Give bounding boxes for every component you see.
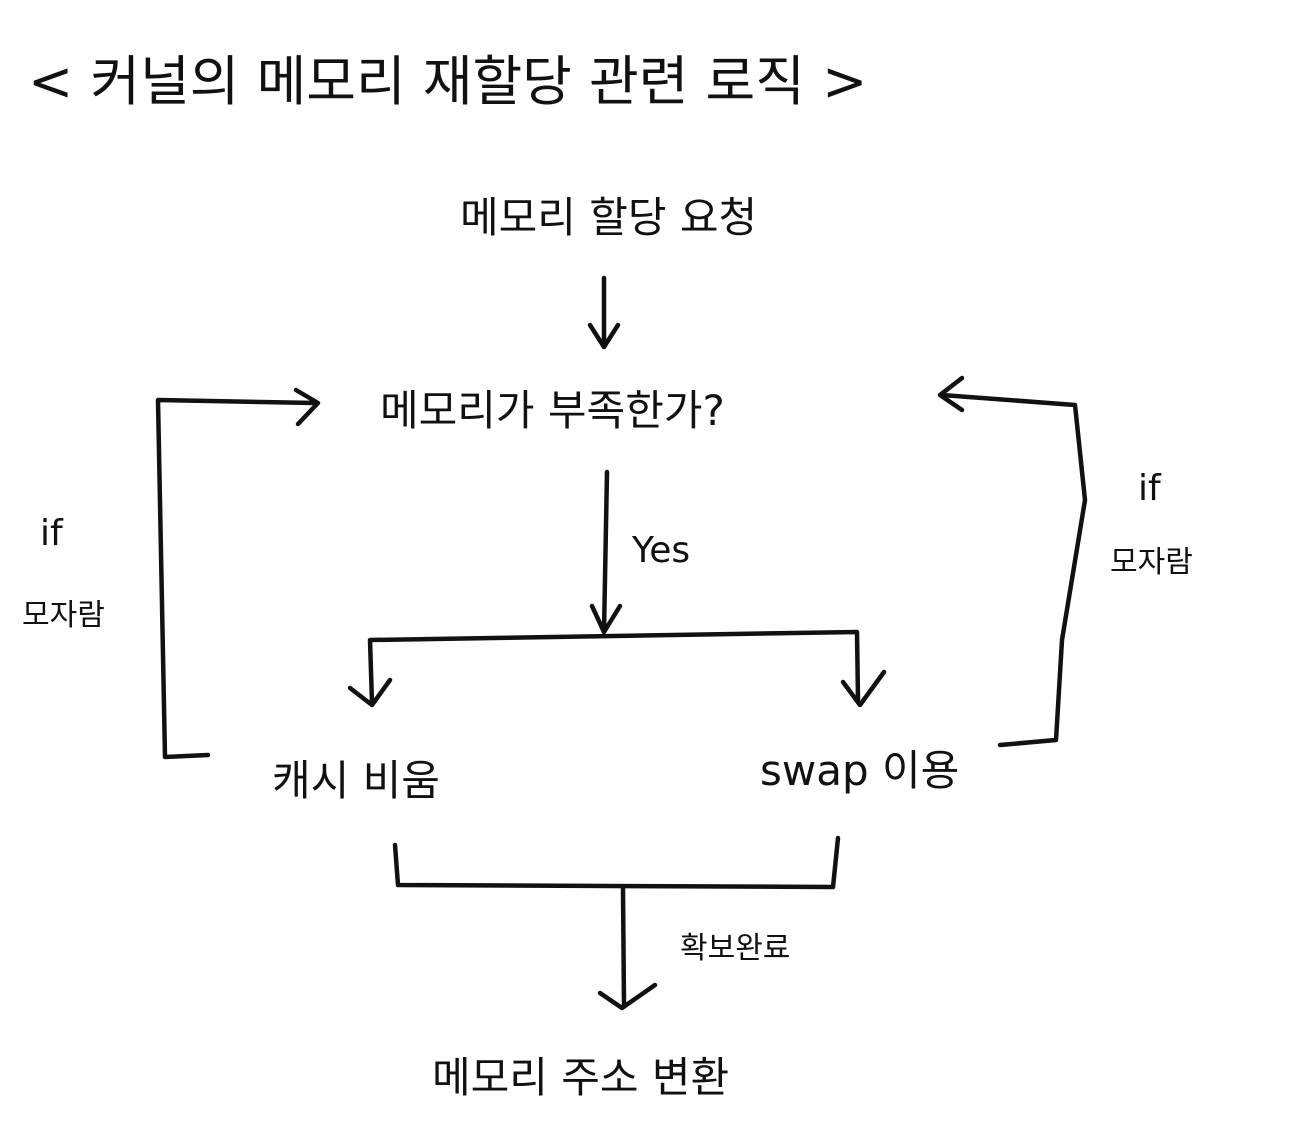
loop-swap-to-check [939,392,1088,748]
arrow-request-to-check [587,275,621,350]
loop-cache-to-check-head [293,387,321,427]
arrow-split-to-swap-head [840,669,887,708]
node-memory-address-translation: 메모리 주소 변환 [432,1053,729,1102]
edge-label-right-insufficient: 모자람 [1110,545,1193,580]
edge-label-right-if: if [1138,468,1162,509]
arrow-check-to-split [589,469,623,635]
node-memory-request: 메모리 할당 요청 [460,193,757,242]
node-memory-shortage-check: 메모리가 부족한가? [380,386,725,435]
arrow-merge-to-result [597,886,658,1011]
merge-bracket [392,835,841,890]
loop-swap-to-check-head [937,375,965,413]
node-swap-use: swap 이용 [760,746,959,795]
edge-label-left-if: if [40,513,64,554]
edge-label-yes: Yes [631,530,690,571]
loop-cache-to-check [155,397,318,760]
diagram-title: < 커널의 메모리 재할당 관련 로직 > [28,50,867,113]
edge-label-left-insufficient: 모자람 [22,598,105,633]
edge-label-secured: 확보완료 [680,931,790,966]
node-cache-clear: 캐시 비움 [272,756,440,805]
arrow-split-to-cache-head [347,677,393,708]
split-branch-line [367,629,861,706]
